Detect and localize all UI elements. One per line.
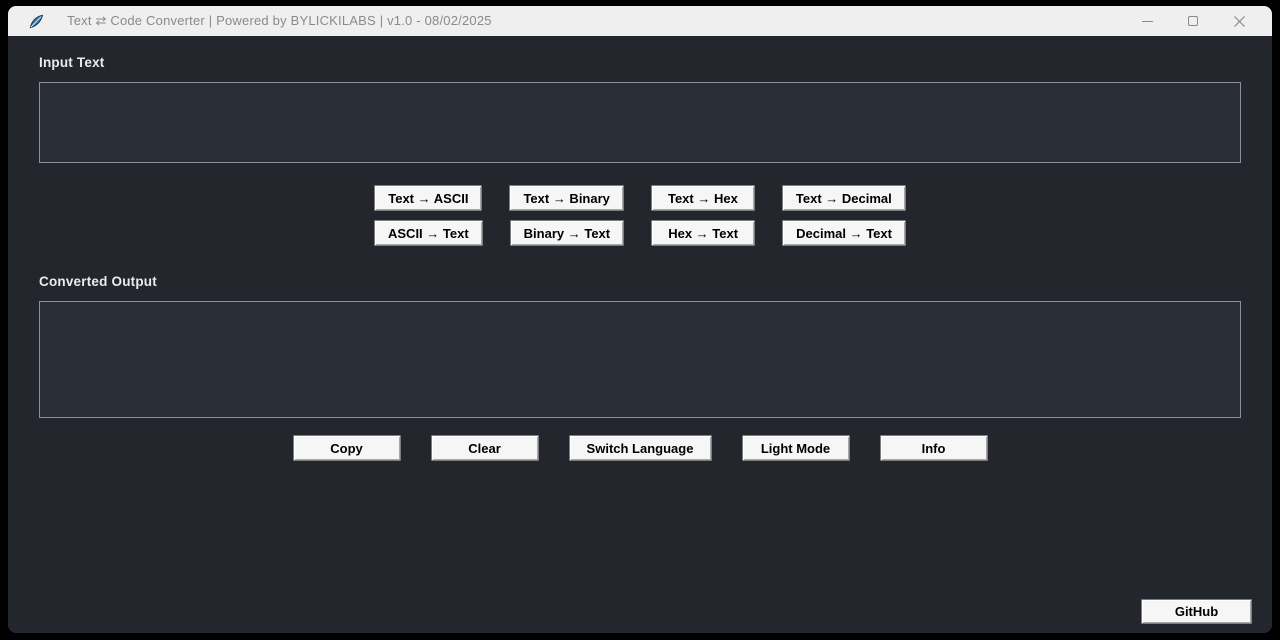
output-textarea[interactable] (39, 301, 1241, 418)
hex-to-text-button[interactable]: Hex → Text (651, 220, 756, 246)
close-icon (1233, 15, 1245, 27)
main-content: Input Text Text → ASCII Text → Binary Te… (8, 36, 1272, 633)
close-button[interactable] (1216, 6, 1262, 36)
python-feather-icon (28, 13, 45, 30)
text-to-binary-button[interactable]: Text → Binary (509, 185, 624, 211)
ascii-to-text-button[interactable]: ASCII → Text (374, 220, 483, 246)
window-title: Text ⇄ Code Converter | Powered by BYLIC… (67, 13, 492, 28)
maximize-button[interactable] (1170, 6, 1216, 36)
app-window: Text ⇄ Code Converter | Powered by BYLIC… (8, 6, 1272, 633)
info-button[interactable]: Info (879, 435, 988, 461)
conversion-row-decode: ASCII → Text Binary → Text Hex → Text De… (39, 220, 1241, 246)
text-to-hex-button[interactable]: Text → Hex (650, 185, 755, 211)
minimize-icon (1141, 20, 1153, 22)
input-label: Input Text (39, 55, 105, 70)
minimize-button[interactable] (1124, 6, 1170, 36)
conversion-button-grid: Text → ASCII Text → Binary Text → Hex Te… (39, 185, 1241, 246)
text-to-ascii-button[interactable]: Text → ASCII (374, 185, 483, 211)
clear-button[interactable]: Clear (430, 435, 539, 461)
light-mode-button[interactable]: Light Mode (741, 435, 850, 461)
action-button-row: Copy Clear Switch Language Light Mode In… (39, 435, 1241, 461)
github-button[interactable]: GitHub (1141, 599, 1252, 624)
output-label: Converted Output (39, 274, 157, 289)
titlebar[interactable]: Text ⇄ Code Converter | Powered by BYLIC… (8, 6, 1272, 36)
text-to-decimal-button[interactable]: Text → Decimal (781, 185, 906, 211)
decimal-to-text-button[interactable]: Decimal → Text (782, 220, 906, 246)
conversion-row-encode: Text → ASCII Text → Binary Text → Hex Te… (39, 185, 1241, 211)
copy-button[interactable]: Copy (292, 435, 401, 461)
window-controls (1124, 6, 1272, 36)
switch-language-button[interactable]: Switch Language (568, 435, 712, 461)
maximize-icon (1188, 16, 1198, 26)
binary-to-text-button[interactable]: Binary → Text (509, 220, 625, 246)
input-textarea[interactable] (39, 82, 1241, 163)
